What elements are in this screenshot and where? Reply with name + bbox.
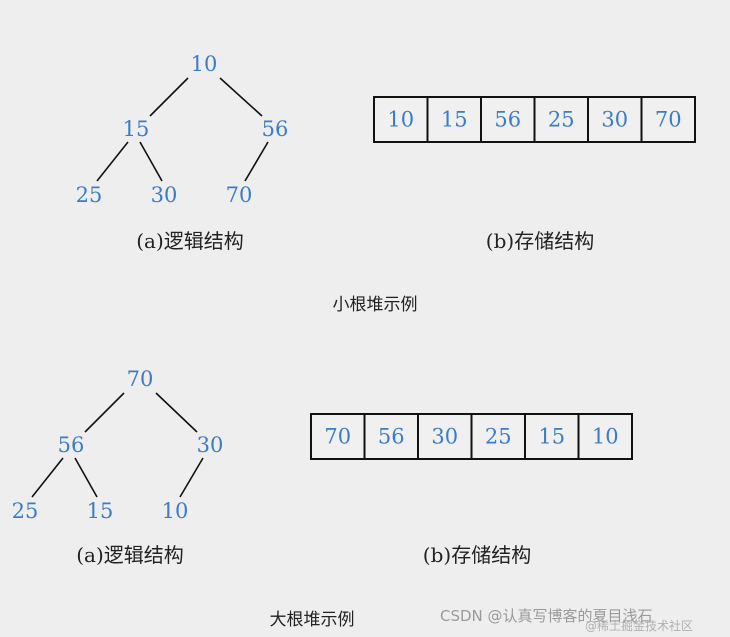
array-value: 25 <box>548 108 575 132</box>
tree-node: 70 <box>226 183 253 207</box>
max-heap-section: 70 56 30 25 15 10 70 56 30 25 15 10 (a)逻辑结构 (b)存储结构大根… <box>12 367 633 630</box>
tree-edge <box>149 77 189 117</box>
min-heap-section: 10 15 56 25 30 70 10 15 56 25 30 70 (a)逻辑结构 (b)存储结构小根… <box>76 52 696 315</box>
tree-edge <box>219 77 263 117</box>
tree-edge <box>139 141 163 182</box>
tree-edge <box>96 141 129 182</box>
logic-structure-label: (a)逻辑结构 <box>136 229 244 253</box>
tree-node: 56 <box>58 433 85 457</box>
array-value: 30 <box>601 108 628 132</box>
tree-node: 10 <box>191 52 218 76</box>
array-value: 25 <box>485 425 512 449</box>
array-value: 70 <box>324 425 351 449</box>
array-value: 10 <box>387 108 414 132</box>
array-cell <box>640 96 696 143</box>
array-value: 56 <box>378 425 405 449</box>
array-value: 10 <box>592 425 619 449</box>
tree-edge <box>244 141 269 182</box>
array-cell <box>373 96 429 143</box>
tree-edge <box>74 457 98 498</box>
array-value: 15 <box>538 425 565 449</box>
watermark-overlay-text: @稀土掘金技术社区 <box>585 618 693 633</box>
tree-edge <box>84 392 125 433</box>
tree-node: 56 <box>262 117 289 141</box>
storage-structure-label: (b)存储结构 <box>486 229 594 253</box>
array-cell <box>363 413 419 460</box>
tree-node: 30 <box>151 183 178 207</box>
array-cell <box>480 96 536 143</box>
tree-node: 70 <box>127 367 154 391</box>
tree-node: 15 <box>87 499 114 523</box>
logic-structure-label: (a)逻辑结构 <box>76 543 184 567</box>
watermark-text: CSDN @认真写博客的夏目浅石 <box>440 607 653 625</box>
tree-node: 25 <box>12 499 39 523</box>
array-value: 15 <box>441 108 468 132</box>
array-cell <box>470 413 526 460</box>
array-value: 56 <box>494 108 521 132</box>
tree-node: 25 <box>76 183 103 207</box>
heap-caption: 大根堆示例 <box>270 610 355 630</box>
array-value: 70 <box>655 108 682 132</box>
tree-edge <box>31 457 64 498</box>
array-cell <box>310 413 366 460</box>
array-value: 30 <box>431 425 458 449</box>
array-cell <box>587 96 643 143</box>
array-cell <box>426 96 482 143</box>
storage-structure-label: (b)存储结构 <box>423 543 531 567</box>
tree-node: 30 <box>197 433 224 457</box>
array-cell <box>417 413 473 460</box>
heap-caption: 小根堆示例 <box>333 295 418 315</box>
tree-edge <box>155 392 198 433</box>
array-cell <box>577 413 633 460</box>
tree-node: 15 <box>123 117 150 141</box>
tree-edge <box>179 457 204 498</box>
tree-node: 10 <box>162 499 189 523</box>
